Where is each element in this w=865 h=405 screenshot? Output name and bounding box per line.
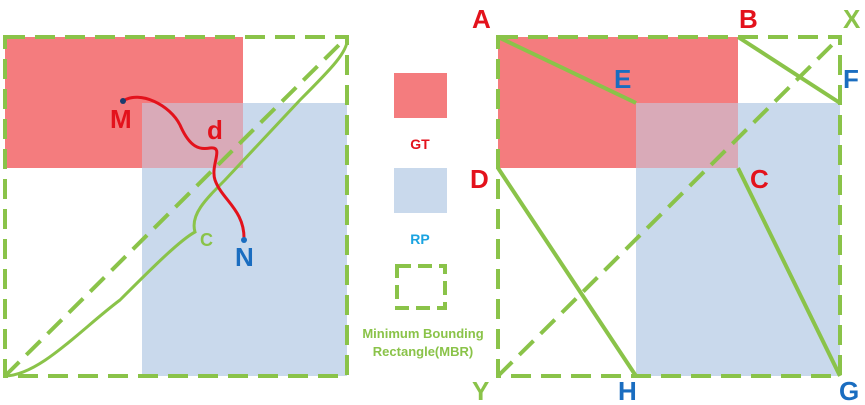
- distance-d-label: d: [207, 115, 223, 145]
- point-c-label: C: [200, 230, 213, 250]
- line-a-e: [497, 35, 637, 105]
- point-n-label: N: [235, 242, 254, 272]
- corner-b-label: B: [739, 4, 758, 34]
- corner-f-label: F: [843, 64, 859, 94]
- legend-mbr-label-line2: Rectangle(MBR): [373, 344, 473, 359]
- corner-a-label: A: [472, 4, 491, 34]
- mbr-diagonal: [3, 35, 349, 378]
- legend-mbr-label-line1: Minimum Bounding: [362, 326, 483, 341]
- legend-gt-swatch: [394, 73, 447, 118]
- distance-curve: [122, 95, 246, 241]
- point-m-dot: [120, 98, 126, 104]
- corner-x-label: X: [843, 4, 861, 34]
- mbr-diagonal-right: [496, 35, 842, 378]
- corner-h-label: H: [618, 376, 637, 405]
- corner-c-label: C: [750, 164, 769, 194]
- legend-rp-swatch: [394, 168, 447, 213]
- legend-rp-label: RP: [410, 231, 429, 247]
- overlap-region: [142, 103, 243, 168]
- corner-y-label: Y: [472, 376, 489, 405]
- left-panel: M d C N: [3, 35, 349, 378]
- corner-g-label: G: [839, 376, 859, 405]
- corner-e-label: E: [614, 64, 631, 94]
- point-m-label: M: [110, 104, 132, 134]
- overlap-region-right: [636, 103, 738, 168]
- line-b-f: [736, 35, 842, 105]
- right-panel: A B X F E D C Y H G: [470, 4, 861, 405]
- mbr-dashed-border: [3, 35, 349, 378]
- line-c-g: [736, 167, 842, 377]
- corner-d-label: D: [470, 164, 489, 194]
- boundary-curve: [4, 36, 349, 378]
- point-n-dot: [241, 237, 247, 243]
- mbr-dashed-border-right: [496, 35, 842, 378]
- legend-mbr-swatch: [395, 264, 447, 310]
- line-d-h: [496, 166, 638, 378]
- legend: GT RP Minimum Bounding Rectangle(MBR): [362, 73, 484, 359]
- legend-gt-label: GT: [410, 136, 430, 152]
